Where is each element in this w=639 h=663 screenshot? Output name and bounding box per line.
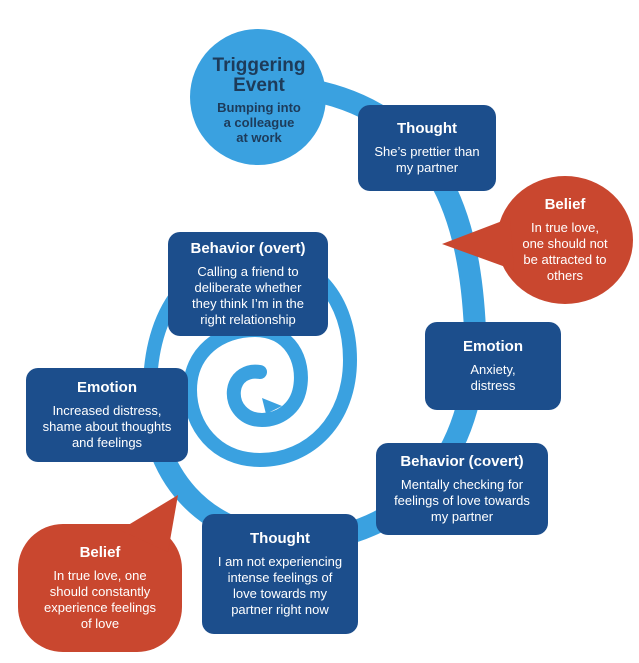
belief-left: Belief In true love, one should constant… [22,528,178,648]
triggering-event-title: Triggering Event [212,54,306,96]
behavior-covert-text: Mentally checking for feelings of love t… [394,477,530,524]
belief-left-title: Belief [79,544,121,561]
emotion-right-title: Emotion [463,338,523,355]
behavior-covert-title: Behavior (covert) [400,453,524,470]
belief-left-text: In true love, one should constantly expe… [43,568,157,631]
thought-bottom-box: Thought I am not experiencing intense fe… [202,514,358,634]
thought-top-title: Thought [397,120,457,137]
spiral-center-arrow [262,398,282,414]
belief-right: Belief In true love, one should not be a… [500,184,630,296]
thought-bottom-text: I am not experiencing intense feelings o… [217,554,343,617]
behavior-covert-box: Behavior (covert) Mentally checking for … [376,443,548,535]
emotion-left-text: Increased distress, shame about thoughts… [42,403,172,450]
triggering-event: Triggering Event Bumping into a colleagu… [198,50,320,150]
behavior-overt-text: Calling a friend to deliberate whether t… [192,264,304,327]
trigger-circle [190,29,326,165]
emotion-left-box: Emotion Increased distress, shame about … [26,368,188,462]
behavior-overt-title: Behavior (overt) [190,240,306,257]
triggering-event-text: Bumping into a colleague at work [217,99,301,145]
belief-right-title: Belief [544,196,586,213]
belief-right-shape [442,176,633,304]
belief-right-text: In true love, one should not be attracte… [522,220,608,283]
thought-bottom-title: Thought [250,530,310,547]
thought-top-text: She’s prettier than my partner [374,144,480,175]
emotion-right-text: Anxiety, distress [470,362,516,393]
thought-top-box: Thought She’s prettier than my partner [358,105,496,191]
behavior-overt-box: Behavior (overt) Calling a friend to del… [168,232,328,336]
belief-left-shape [18,495,182,652]
emotion-left-title: Emotion [77,379,137,396]
emotion-right-box: Emotion Anxiety, distress [425,322,561,410]
